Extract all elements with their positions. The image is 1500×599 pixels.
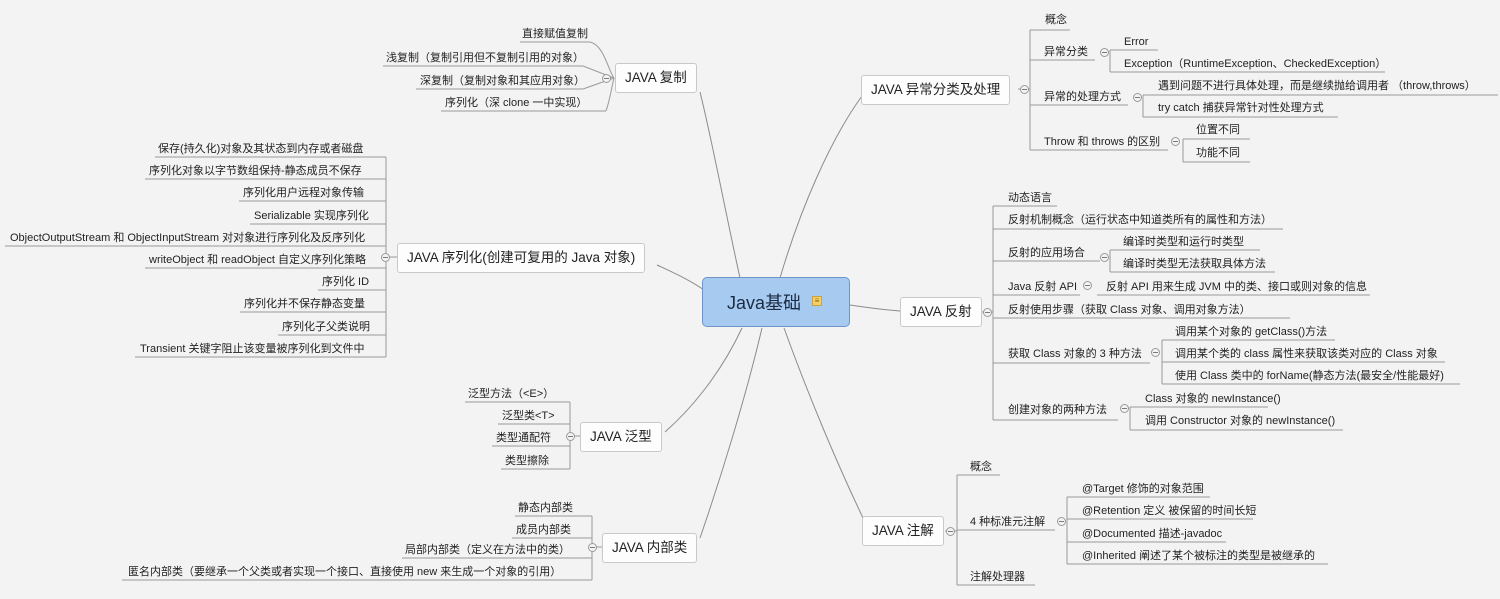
annotation-meta-item[interactable]: @Inherited 阐述了某个被标注的类型是被继承的 [1082,550,1316,562]
serialization-item[interactable]: writeObject 和 readObject 自定义序列化策略 [149,254,366,266]
reflection-create[interactable]: 创建对象的两种方法 [1008,404,1107,416]
collapse-toggle-exception-types[interactable] [1100,48,1109,57]
copy-item[interactable]: 序列化（深 clone 一中实现） [445,97,588,109]
serialization-item[interactable]: 保存(持久化)对象及其状态到内存或者磁盘 [158,143,364,155]
serialization-item[interactable]: 序列化用户远程对象传输 [243,187,364,199]
serialization-item[interactable]: 序列化并不保存静态变量 [244,298,365,310]
exception-handling-item[interactable]: try catch 捕获异常针对性处理方式 [1158,102,1324,114]
serialization-item[interactable]: ObjectOutputStream 和 ObjectInputStream 对… [10,232,366,244]
copy-item[interactable]: 浅复制（复制引用但不复制引用的对象） [386,52,584,64]
exception-types[interactable]: 异常分类 [1044,46,1088,58]
exception-handling-item[interactable]: 遇到问题不进行具体处理，而是继续抛给调用者 （throw,throws） [1158,80,1476,92]
generic-item[interactable]: 类型擦除 [505,455,549,467]
reflection-getclass-item[interactable]: 调用某个类的 class 属性来获取该类对应的 Class 对象 [1175,348,1438,360]
collapse-toggle-reflection-usage[interactable] [1100,253,1109,262]
serialization-item[interactable]: 序列化 ID [322,276,370,288]
topic-serialization[interactable]: JAVA 序列化(创建可复用的 Java 对象) [397,243,646,273]
copy-item[interactable]: 直接赋值复制 [522,28,588,40]
serialization-item[interactable]: 序列化子父类说明 [282,321,370,333]
exception-diff-item[interactable]: 位置不同 [1196,124,1240,136]
topic-exception-label: JAVA 异常分类及处理 [871,82,1001,97]
reflection-create-item[interactable]: 调用 Constructor 对象的 newInstance() [1145,415,1336,427]
annotation-processor[interactable]: 注解处理器 [970,571,1025,583]
collapse-toggle-reflection-api[interactable] [1083,281,1092,290]
topic-copy[interactable]: JAVA 复制 [615,63,697,93]
inner-class-item[interactable]: 匿名内部类（要继承一个父类或者实现一个接口、直接使用 new 来生成一个对象的引… [128,566,562,578]
topic-inner-class[interactable]: JAVA 内部类 [602,533,698,563]
serialization-item[interactable]: 序列化对象以字节数组保持-静态成员不保存 [149,165,362,177]
exception-handling[interactable]: 异常的处理方式 [1044,91,1121,103]
serialization-item[interactable]: Serializable 实现序列化 [254,210,369,222]
reflection-steps[interactable]: 反射使用步骤（获取 Class 对象、调用对象方法） [1008,304,1251,316]
collapse-toggle-reflection-create[interactable] [1120,404,1129,413]
collapse-toggle-annotation-meta[interactable] [1057,517,1066,526]
annotation-meta[interactable]: 4 种标准元注解 [970,516,1046,528]
collapse-toggle-exception-handling[interactable] [1133,93,1142,102]
topic-generic[interactable]: JAVA 泛型 [580,422,662,452]
collapse-toggle-exception[interactable] [1020,85,1029,94]
inner-class-item[interactable]: 成员内部类 [516,524,571,536]
reflection-create-item[interactable]: Class 对象的 newInstance() [1145,393,1281,405]
root-title: Java基础 [727,293,802,313]
reflection-dynamic[interactable]: 动态语言 [1008,192,1052,204]
topic-generic-label: JAVA 泛型 [590,429,652,444]
generic-item[interactable]: 泛型类<T> [502,410,555,422]
collapse-toggle-reflection[interactable] [983,308,992,317]
reflection-usage-item[interactable]: 编译时类型无法获取具体方法 [1123,258,1266,270]
note-icon[interactable]: ≡ [812,296,822,306]
exception-diff[interactable]: Throw 和 throws 的区别 [1044,136,1161,148]
exception-type-item[interactable]: Error [1124,36,1149,48]
topic-exception[interactable]: JAVA 异常分类及处理 [861,75,1011,105]
exception-type-item[interactable]: Exception（RuntimeException、CheckedExcept… [1124,58,1387,70]
collapse-toggle-generic[interactable] [566,432,575,441]
reflection-usage-item[interactable]: 编译时类型和运行时类型 [1123,236,1244,248]
reflection-getclass-item[interactable]: 调用某个对象的 getClass()方法 [1175,326,1328,338]
collapse-toggle-copy[interactable] [602,74,611,83]
copy-item[interactable]: 深复制（复制对象和其应用对象） [420,75,585,87]
exception-diff-item[interactable]: 功能不同 [1196,147,1240,159]
collapse-toggle-annotation[interactable] [946,527,955,536]
serialization-item[interactable]: Transient 关键字阻止该变量被序列化到文件中 [140,343,365,355]
collapse-toggle-reflection-getclass[interactable] [1151,348,1160,357]
topic-annotation-label: JAVA 注解 [872,523,934,538]
topic-inner-class-label: JAVA 内部类 [612,540,688,555]
annotation-concept[interactable]: 概念 [970,461,992,473]
annotation-meta-item[interactable]: @Documented 描述-javadoc [1082,528,1223,540]
reflection-api-item[interactable]: 反射 API 用来生成 JVM 中的类、接口或则对象的信息 [1106,281,1367,293]
collapse-toggle-serialization[interactable] [381,253,390,262]
collapse-toggle-exception-diff[interactable] [1171,137,1180,146]
inner-class-item[interactable]: 局部内部类（定义在方法中的类） [405,544,570,556]
reflection-getclass[interactable]: 获取 Class 对象的 3 种方法 [1008,348,1142,360]
annotation-meta-item[interactable]: @Retention 定义 被保留的时间长短 [1082,505,1257,517]
topic-reflection-label: JAVA 反射 [910,304,972,319]
exception-concept[interactable]: 概念 [1045,14,1067,26]
reflection-api[interactable]: Java 反射 API [1008,281,1078,293]
reflection-getclass-item[interactable]: 使用 Class 类中的 forName(静态方法(最安全/性能最好) [1175,370,1444,382]
topic-serialization-label: JAVA 序列化(创建可复用的 Java 对象) [407,250,636,265]
reflection-usage[interactable]: 反射的应用场合 [1008,247,1085,259]
annotation-meta-item[interactable]: @Target 修饰的对象范围 [1082,483,1204,495]
topic-reflection[interactable]: JAVA 反射 [900,297,982,327]
topic-copy-label: JAVA 复制 [625,70,687,85]
generic-item[interactable]: 类型通配符 [496,432,551,444]
generic-item[interactable]: 泛型方法（<E>） [468,388,555,400]
topic-annotation[interactable]: JAVA 注解 [862,516,944,546]
inner-class-item[interactable]: 静态内部类 [518,502,573,514]
collapse-toggle-inner[interactable] [588,543,597,552]
root-topic[interactable]: Java基础 [702,277,850,327]
reflection-concept[interactable]: 反射机制概念（运行状态中知道类所有的属性和方法） [1008,214,1272,226]
